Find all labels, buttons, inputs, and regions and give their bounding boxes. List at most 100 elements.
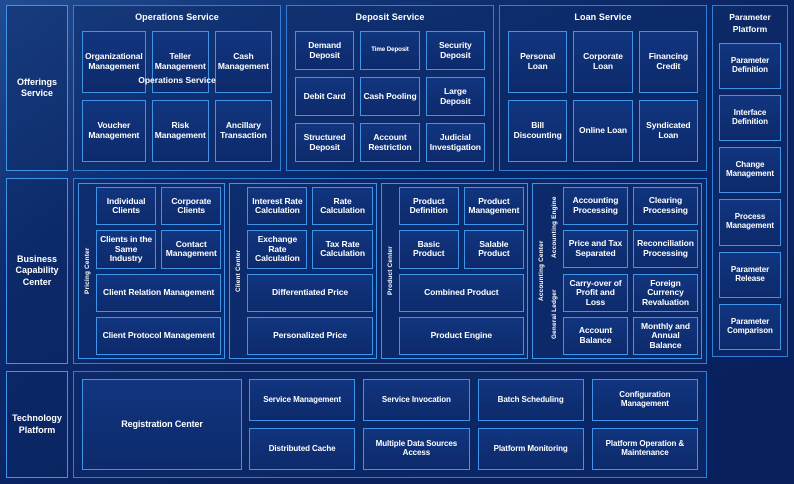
group-title-operations-service: Operations Service (135, 12, 219, 22)
subsection-label-general-ledger: General Ledger (550, 289, 558, 340)
wide-row: Product Engine (398, 316, 524, 355)
subsection-label-accounting-engine: Accounting Engine (550, 196, 558, 259)
item-contact-management[interactable]: Contact Management (161, 230, 222, 269)
center-body-client: Interest Rate Calculation Rate Calculati… (247, 187, 373, 355)
item-online-loan[interactable]: Online Loan (573, 100, 633, 162)
item-personal-loan[interactable]: Personal Loan (508, 31, 568, 93)
pair-row: Individual Clients Corporate Clients (96, 187, 222, 226)
pair-row: Basic Product Salable Product (398, 230, 524, 269)
item-corporate-clients[interactable]: Corporate Clients (161, 187, 222, 226)
item-product-management[interactable]: Product Management (463, 187, 524, 226)
center-pricing: Pricing Center Individual Clients Corpor… (78, 183, 226, 359)
item-foreign-currency-revaluation[interactable]: Foreign Currency Revaluation (632, 274, 698, 312)
item-distributed-cache[interactable]: Distributed Cache (249, 428, 356, 470)
offerings-service-row: Offerings Service Operations Service Org… (6, 5, 707, 171)
item-cash-pooling[interactable]: Cash Pooling (360, 77, 420, 116)
group-title-loan-service: Loan Service (574, 12, 632, 22)
item-individual-clients[interactable]: Individual Clients (96, 187, 157, 226)
wide-row: Client Relation Management (96, 273, 222, 312)
item-account-restriction[interactable]: Account Restriction (360, 123, 420, 162)
item-salable-product[interactable]: Salable Product (463, 230, 524, 269)
capability-centers-strip: Pricing Center Individual Clients Corpor… (73, 178, 707, 364)
wide-row: Client Protocol Management (96, 316, 222, 355)
center-client: Client Center Interest Rate Calculation … (229, 183, 377, 359)
item-judicial-investigation[interactable]: Judicial Investigation (425, 123, 485, 162)
item-client-relation-management[interactable]: Client Relation Management (96, 273, 222, 312)
subsection-accounting-engine: Accounting Engine Accounting Processing … (549, 187, 698, 268)
item-client-protocol-management[interactable]: Client Protocol Management (96, 316, 222, 355)
item-platform-operation-and-maintenance[interactable]: Platform Operation & Maintenance (591, 428, 698, 470)
wide-row: Differentiated Price (247, 273, 373, 312)
row-label-business-capability-center: Business Capability Center (6, 178, 68, 364)
parameter-platform-panel: Parameter Platform Parameter Definition … (712, 5, 788, 357)
item-time-deposit[interactable]: Time Deposit (360, 31, 420, 70)
group-grid-operations-service: Organizational Management Teller Managem… (82, 31, 272, 162)
item-structured-deposit[interactable]: Structured Deposit (295, 123, 355, 162)
item-multiple-data-sources-access[interactable]: Multiple Data Sources Access (363, 428, 470, 470)
technology-items-grid: Service Management Service Invocation Ba… (249, 379, 698, 470)
item-accounting-processing[interactable]: Accounting Processing (562, 187, 628, 225)
item-security-deposit[interactable]: Security Deposit (425, 31, 485, 70)
subsection-general-ledger: General Ledger Carry-over of Profit and … (549, 274, 698, 355)
item-teller-management[interactable]: Teller Management (151, 31, 209, 93)
center-label-pricing: Pricing Center (84, 247, 91, 295)
item-exchange-rate-calculation[interactable]: Exchange Rate Calculation (247, 230, 308, 269)
item-service-invocation[interactable]: Service Invocation (363, 379, 470, 421)
center-product: Product Center Product Definition Produc… (380, 183, 528, 359)
item-debit-card[interactable]: Debit Card (295, 77, 355, 116)
item-parameter-comparison[interactable]: Parameter Comparison (719, 303, 781, 351)
item-clients-in-the-same-industry[interactable]: Clients in the Same Industry (96, 230, 157, 269)
item-large-deposit[interactable]: Large Deposit (425, 77, 485, 116)
item-ancillary-transaction[interactable]: Ancillary Transaction (214, 100, 272, 162)
item-basic-product[interactable]: Basic Product (398, 230, 459, 269)
registration-center-wrap: Registration Center (82, 379, 242, 470)
item-combined-product[interactable]: Combined Product (398, 273, 524, 312)
item-risk-management[interactable]: Risk Management (151, 100, 209, 162)
item-batch-scheduling[interactable]: Batch Scheduling (477, 379, 584, 421)
item-tax-rate-calculation[interactable]: Tax Rate Calculation (312, 230, 373, 269)
item-financing-credit[interactable]: Financing Credit (638, 31, 698, 93)
item-personalized-price[interactable]: Personalized Price (247, 316, 373, 355)
item-platform-monitoring[interactable]: Platform Monitoring (477, 428, 584, 470)
item-product-definition[interactable]: Product Definition (398, 187, 459, 226)
item-configuration-management[interactable]: Configuration Management (591, 379, 698, 421)
item-parameter-definition[interactable]: Parameter Definition (719, 42, 781, 89)
item-voucher-management[interactable]: Voucher Management (82, 100, 146, 162)
item-corporate-loan[interactable]: Corporate Loan (573, 31, 633, 93)
item-service-management[interactable]: Service Management (249, 379, 356, 421)
item-interface-definition[interactable]: Interface Definition (719, 94, 781, 142)
item-reconciliation-processing[interactable]: Reconciliation Processing (632, 230, 698, 268)
row-label-offerings-service: Offerings Service (6, 5, 68, 171)
item-parameter-release[interactable]: Parameter Release (719, 251, 781, 298)
item-change-management[interactable]: Change Management (719, 147, 781, 194)
item-carry-over-of-profit-and-loss[interactable]: Carry-over of Profit and Loss (562, 274, 628, 312)
item-cash-management[interactable]: Cash Management (214, 31, 272, 93)
item-demand-deposit[interactable]: Demand Deposit (295, 31, 355, 70)
center-body-product: Product Definition Product Management Ba… (398, 187, 524, 355)
group-operations-service: Operations Service Organizational Manage… (73, 5, 281, 171)
item-clearing-processing[interactable]: Clearing Processing (632, 187, 698, 225)
item-organizational-management[interactable]: Organizational Management (82, 31, 146, 93)
technology-platform-row: Technology Platform Registration Center … (6, 371, 707, 478)
group-deposit-service: Deposit Service Demand Deposit Time Depo… (286, 5, 494, 171)
main-rows-column: Offerings Service Operations Service Org… (6, 5, 707, 478)
item-account-balance[interactable]: Account Balance (562, 317, 628, 355)
item-registration-center[interactable]: Registration Center (82, 379, 242, 470)
item-syndicated-loan[interactable]: Syndicated Loan (638, 100, 698, 162)
item-differentiated-price[interactable]: Differentiated Price (247, 273, 373, 312)
technology-platform-group: Registration Center Service Management S… (73, 371, 707, 478)
wide-row: Combined Product (398, 273, 524, 312)
item-monthly-and-annual-balance[interactable]: Monthly and Annual Balance (632, 317, 698, 355)
item-price-and-tax-separated[interactable]: Price and Tax Separated (562, 230, 628, 268)
group-grid-loan-service: Personal Loan Corporate Loan Financing C… (508, 31, 698, 162)
subsection-grid-accounting-engine: Accounting Processing Clearing Processin… (562, 187, 698, 268)
wide-row: Personalized Price (247, 316, 373, 355)
subsection-grid-general-ledger: Carry-over of Profit and Loss Foreign Cu… (562, 274, 698, 355)
item-rate-calculation[interactable]: Rate Calculation (312, 187, 373, 226)
item-interest-rate-calculation[interactable]: Interest Rate Calculation (247, 187, 308, 226)
item-process-management[interactable]: Process Management (719, 199, 781, 246)
item-product-engine[interactable]: Product Engine (398, 316, 524, 355)
item-bill-discounting[interactable]: Bill Discounting (508, 100, 568, 162)
center-label-client: Client Center (235, 249, 243, 293)
parameter-platform-title: Parameter Platform (729, 12, 771, 35)
